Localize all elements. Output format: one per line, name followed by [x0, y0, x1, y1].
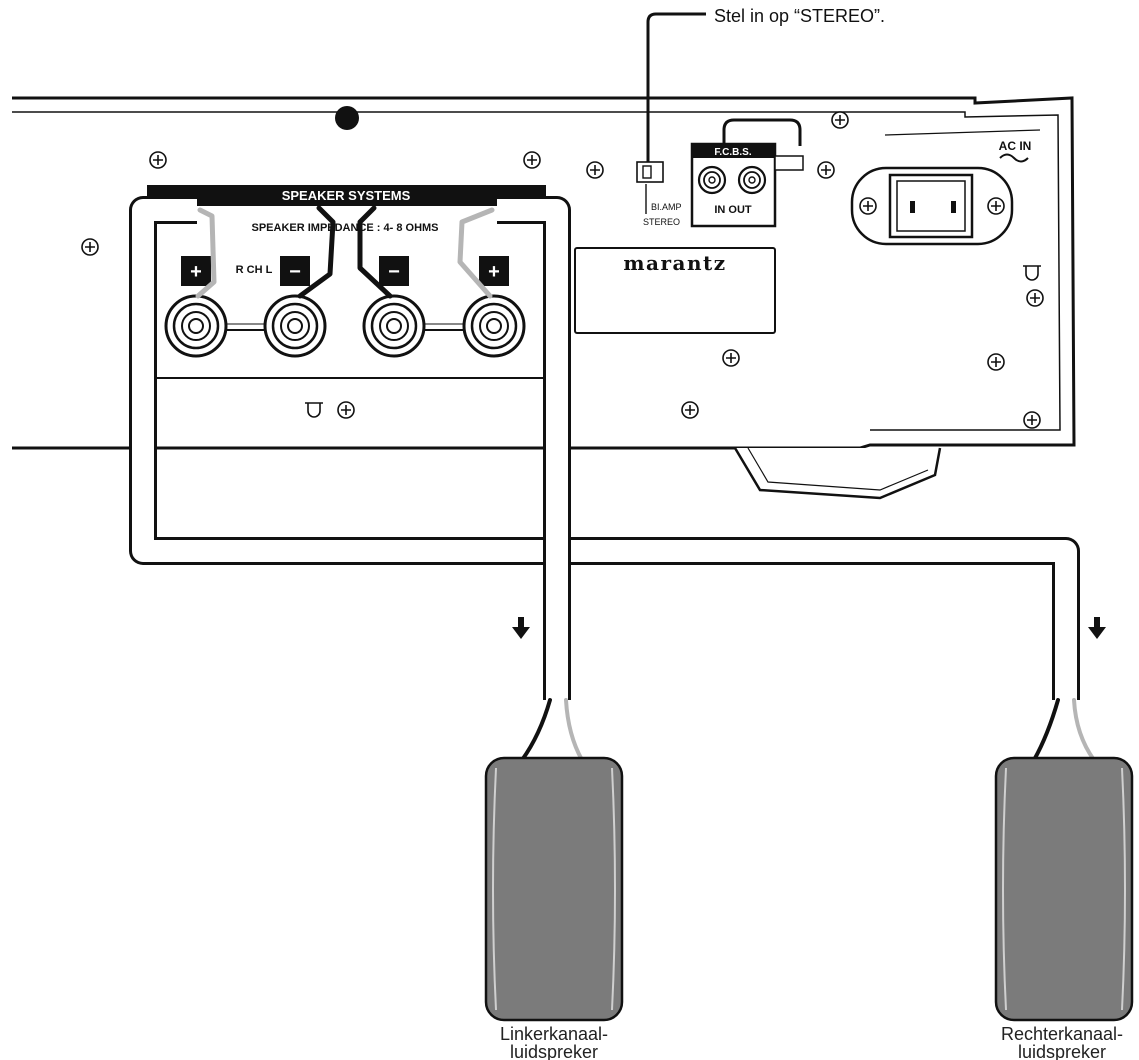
panel-screws [81, 111, 1044, 429]
svg-text:−: − [289, 261, 301, 283]
svg-text:−: − [388, 261, 400, 283]
screw-icon [681, 401, 699, 419]
cable-to-right-speaker [129, 196, 1080, 700]
impedance-label: SPEAKER IMPEDANCE : 4- 8 OHMS [251, 222, 438, 234]
screw-icon [81, 238, 99, 256]
brand-logo: marantz [623, 251, 726, 275]
ac-in-label: AC IN [999, 139, 1032, 153]
left-speaker-caption-line1: Linkerkanaal- [500, 1024, 608, 1044]
down-arrow-icon [512, 617, 530, 639]
panel-hole [335, 106, 359, 130]
right-speaker-icon [994, 756, 1134, 1022]
terminal-tag-minus-left: − [379, 256, 409, 286]
speaker-systems-title: SPEAKER SYSTEMS [282, 188, 411, 203]
svg-text:+: + [488, 261, 500, 283]
rca-jack-out [737, 165, 767, 195]
ground-symbol [305, 265, 1041, 418]
ac-inlet: AC IN [850, 139, 1032, 246]
binding-post [462, 294, 526, 358]
cable-to-left-speaker [497, 196, 571, 700]
callout-instruction: Stel in op “STEREO”. [714, 6, 885, 26]
down-arrow-icon [1088, 617, 1106, 639]
screw-icon [987, 197, 1005, 215]
screw-icon [987, 353, 1005, 371]
binding-post [164, 294, 228, 358]
binding-post [362, 294, 426, 358]
screw-icon [817, 161, 835, 179]
left-speaker-icon [484, 756, 624, 1022]
ac-wave-icon [999, 153, 1029, 163]
screw-icon [149, 151, 167, 169]
terminal-tag-minus-right: − [280, 256, 310, 286]
wires-to-left-speaker [520, 698, 584, 762]
terminal-tag-plus-right: + [181, 256, 211, 286]
left-speaker-caption-line2: luidspreker [510, 1042, 598, 1060]
fcbs-connector: F.C.B.S. IN OUT [690, 118, 804, 228]
screw-icon [337, 401, 355, 419]
channel-label: R CH L [236, 264, 273, 276]
biamp-label: BI.AMP [651, 202, 682, 212]
speaker-wires-at-terminals [195, 205, 495, 299]
screw-icon [523, 151, 541, 169]
stereo-biamp-switch: BI.AMP STEREO [636, 161, 682, 227]
screw-icon [831, 111, 849, 129]
screw-icon [586, 161, 604, 179]
callout-leader-line [646, 12, 706, 162]
wires-to-right-speaker [1032, 698, 1096, 762]
screw-icon [1023, 411, 1041, 429]
fcbs-io-label: IN OUT [714, 204, 752, 216]
right-speaker-caption-line2: luidspreker [1018, 1042, 1106, 1060]
brand-plate: marantz [574, 247, 776, 334]
screw-icon [1026, 289, 1044, 307]
stereo-label: STEREO [643, 217, 680, 227]
speaker-terminal-block: SPEAKER SYSTEMS SPEAKER IMPEDANCE : 4- 8… [147, 185, 546, 379]
right-speaker-caption-line1: Rechterkanaal- [1001, 1024, 1123, 1044]
screw-icon [859, 197, 877, 215]
terminal-tag-plus-left: + [479, 256, 509, 286]
svg-text:+: + [190, 261, 202, 283]
binding-post [263, 294, 327, 358]
rca-jack-in [697, 165, 727, 195]
screw-icon [722, 349, 740, 367]
fcbs-title: F.C.B.S. [714, 147, 751, 158]
